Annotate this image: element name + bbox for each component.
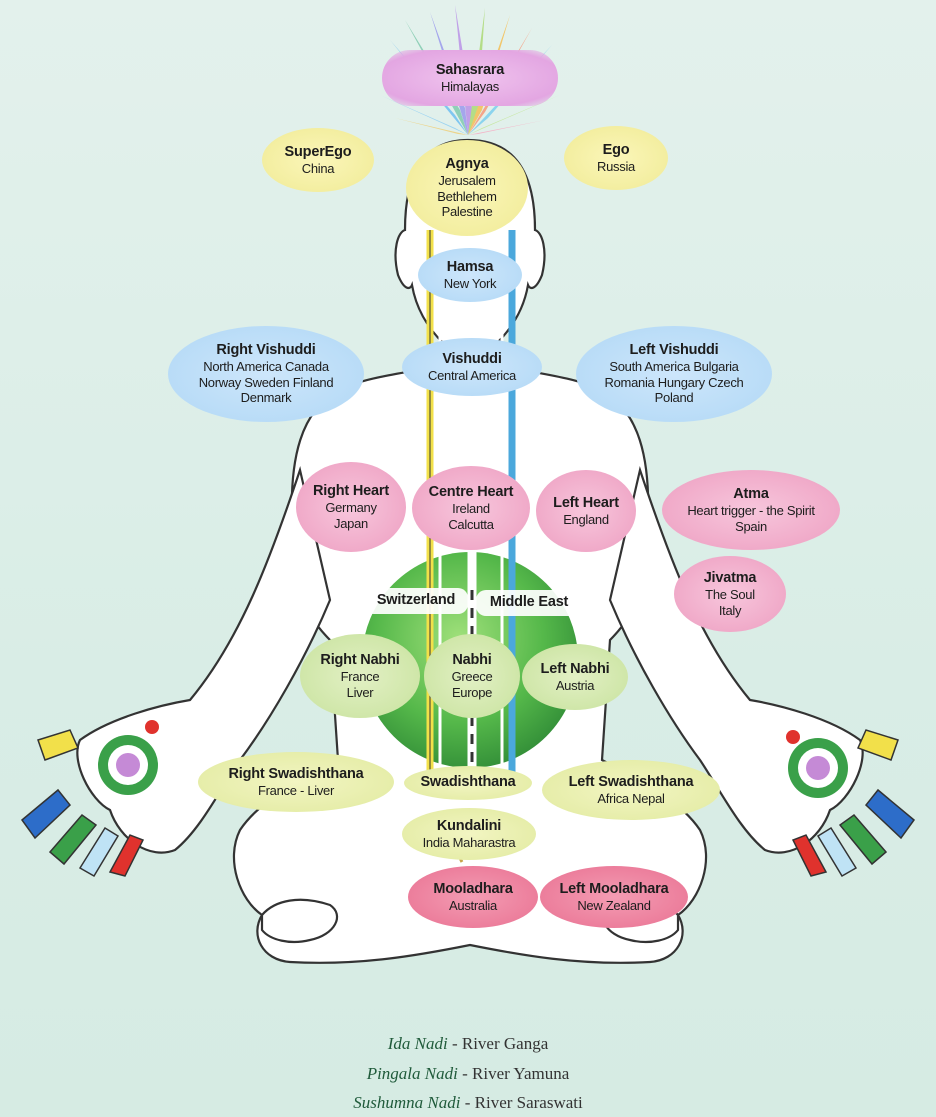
hamsa-place: New York xyxy=(444,276,497,292)
left-nabhi-title: Left Nabhi xyxy=(541,661,610,678)
left-vishuddi-node: Left Vishuddi South America Bulgaria Rom… xyxy=(576,326,772,422)
right-swadishthana-title: Right Swadishthana xyxy=(229,766,364,783)
mooladhara-place: Australia xyxy=(449,898,497,914)
right-vishuddi-node: Right Vishuddi North America Canada Norw… xyxy=(168,326,364,422)
agnya-title: Agnya xyxy=(445,156,488,173)
left-swadishthana-title: Left Swadishthana xyxy=(569,774,694,791)
right-vishuddi-place-3: Denmark xyxy=(241,390,292,406)
jivatma-title: Jivatma xyxy=(704,570,757,587)
hamsa-title: Hamsa xyxy=(447,259,494,276)
middle-east-node: Middle East xyxy=(476,590,582,616)
right-nabhi-place-2: Liver xyxy=(347,685,374,701)
kundalini-title: Kundalini xyxy=(437,818,501,835)
sahasrara-place: Himalayas xyxy=(441,79,499,95)
left-vishuddi-place-2: Romania Hungary Czech xyxy=(605,375,744,391)
middle-east-title: Middle East xyxy=(490,594,568,611)
vishuddi-place: Central America xyxy=(428,368,516,384)
sahasrara-node: Sahasrara Himalayas xyxy=(382,50,558,106)
left-swadishthana-node: Left Swadishthana Africa Nepal xyxy=(542,760,720,820)
legend-ida: Ida Nadi - River Ganga xyxy=(0,1034,936,1054)
mooladhara-title: Mooladhara xyxy=(433,881,512,898)
centre-heart-place-2: Calcutta xyxy=(448,517,493,533)
sahasrara-title: Sahasrara xyxy=(436,62,504,79)
right-heart-title: Right Heart xyxy=(313,483,389,500)
vishuddi-title: Vishuddi xyxy=(442,351,501,368)
jivatma-place-1: The Soul xyxy=(705,587,755,603)
centre-heart-node: Centre Heart Ireland Calcutta xyxy=(412,466,530,550)
right-vishuddi-title: Right Vishuddi xyxy=(216,342,315,359)
legend-sushumna-name: Sushumna Nadi xyxy=(353,1093,460,1112)
superego-place: China xyxy=(302,161,334,177)
nabhi-title: Nabhi xyxy=(452,652,491,669)
left-vishuddi-place-3: Poland xyxy=(655,390,694,406)
atma-title: Atma xyxy=(733,486,768,503)
legend-pingala-name: Pingala Nadi xyxy=(367,1064,458,1083)
legend-sushumna-river: - River Saraswati xyxy=(460,1093,582,1112)
left-mooladhara-place: New Zealand xyxy=(577,898,650,914)
right-nabhi-place-1: France xyxy=(341,669,380,685)
hamsa-node: Hamsa New York xyxy=(418,248,522,302)
kundalini-place: India Maharastra xyxy=(423,835,516,851)
jivatma-node: Jivatma The Soul Italy xyxy=(674,556,786,632)
ego-node: Ego Russia xyxy=(564,126,668,190)
right-heart-place-1: Germany xyxy=(325,500,376,516)
agnya-place-2: Bethlehem xyxy=(437,189,496,205)
right-swadishthana-place: France - Liver xyxy=(258,783,334,799)
left-nabhi-node: Left Nabhi Austria xyxy=(522,644,628,710)
right-nabhi-title: Right Nabhi xyxy=(320,652,399,669)
nabhi-place-2: Europe xyxy=(452,685,492,701)
left-vishuddi-place-1: South America Bulgaria xyxy=(609,359,738,375)
ego-title: Ego xyxy=(603,142,630,159)
kundalini-node: Kundalini India Maharastra xyxy=(402,808,536,860)
agnya-node: Agnya Jerusalem Bethlehem Palestine xyxy=(406,140,528,236)
nabhi-place-1: Greece xyxy=(452,669,493,685)
legend-ida-name: Ida Nadi xyxy=(388,1034,448,1053)
left-nabhi-place: Austria xyxy=(556,678,594,694)
centre-heart-title: Centre Heart xyxy=(429,484,514,501)
right-heart-place-2: Japan xyxy=(334,516,368,532)
atma-place-2: Spain xyxy=(735,519,767,535)
legend-pingala-river: - River Yamuna xyxy=(458,1064,569,1083)
centre-heart-place-1: Ireland xyxy=(452,501,490,517)
agnya-place-1: Jerusalem xyxy=(438,173,495,189)
left-swadishthana-place: Africa Nepal xyxy=(597,791,664,807)
right-nabhi-node: Right Nabhi France Liver xyxy=(300,634,420,718)
superego-node: SuperEgo China xyxy=(262,128,374,192)
left-vishuddi-title: Left Vishuddi xyxy=(630,342,719,359)
left-heart-place: England xyxy=(563,512,609,528)
legend-pingala: Pingala Nadi - River Yamuna xyxy=(0,1064,936,1084)
ego-place: Russia xyxy=(597,159,635,175)
legend-sushumna: Sushumna Nadi - River Saraswati xyxy=(0,1093,936,1113)
right-swadishthana-node: Right Swadishthana France - Liver xyxy=(198,752,394,812)
left-heart-node: Left Heart England xyxy=(536,470,636,552)
agnya-place-3: Palestine xyxy=(442,204,493,220)
atma-place-1: Heart trigger - the Spirit xyxy=(687,503,814,519)
swadishthana-title: Swadishthana xyxy=(420,774,515,791)
mooladhara-node: Mooladhara Australia xyxy=(408,866,538,928)
vishuddi-node: Vishuddi Central America xyxy=(402,338,542,396)
switzerland-title: Switzerland xyxy=(377,592,455,609)
right-heart-node: Right Heart Germany Japan xyxy=(296,462,406,552)
legend-ida-river: - River Ganga xyxy=(448,1034,549,1053)
jivatma-place-2: Italy xyxy=(719,603,741,619)
left-heart-title: Left Heart xyxy=(553,495,619,512)
right-vishuddi-place-2: Norway Sweden Finland xyxy=(199,375,334,391)
right-vishuddi-place-1: North America Canada xyxy=(203,359,329,375)
atma-node: Atma Heart trigger - the Spirit Spain xyxy=(662,470,840,550)
switzerland-node: Switzerland xyxy=(364,588,468,614)
left-mooladhara-node: Left Mooladhara New Zealand xyxy=(540,866,688,928)
superego-title: SuperEgo xyxy=(285,144,352,161)
left-mooladhara-title: Left Mooladhara xyxy=(560,881,669,898)
nabhi-node: Nabhi Greece Europe xyxy=(424,634,520,718)
swadishthana-node: Swadishthana xyxy=(404,766,532,800)
